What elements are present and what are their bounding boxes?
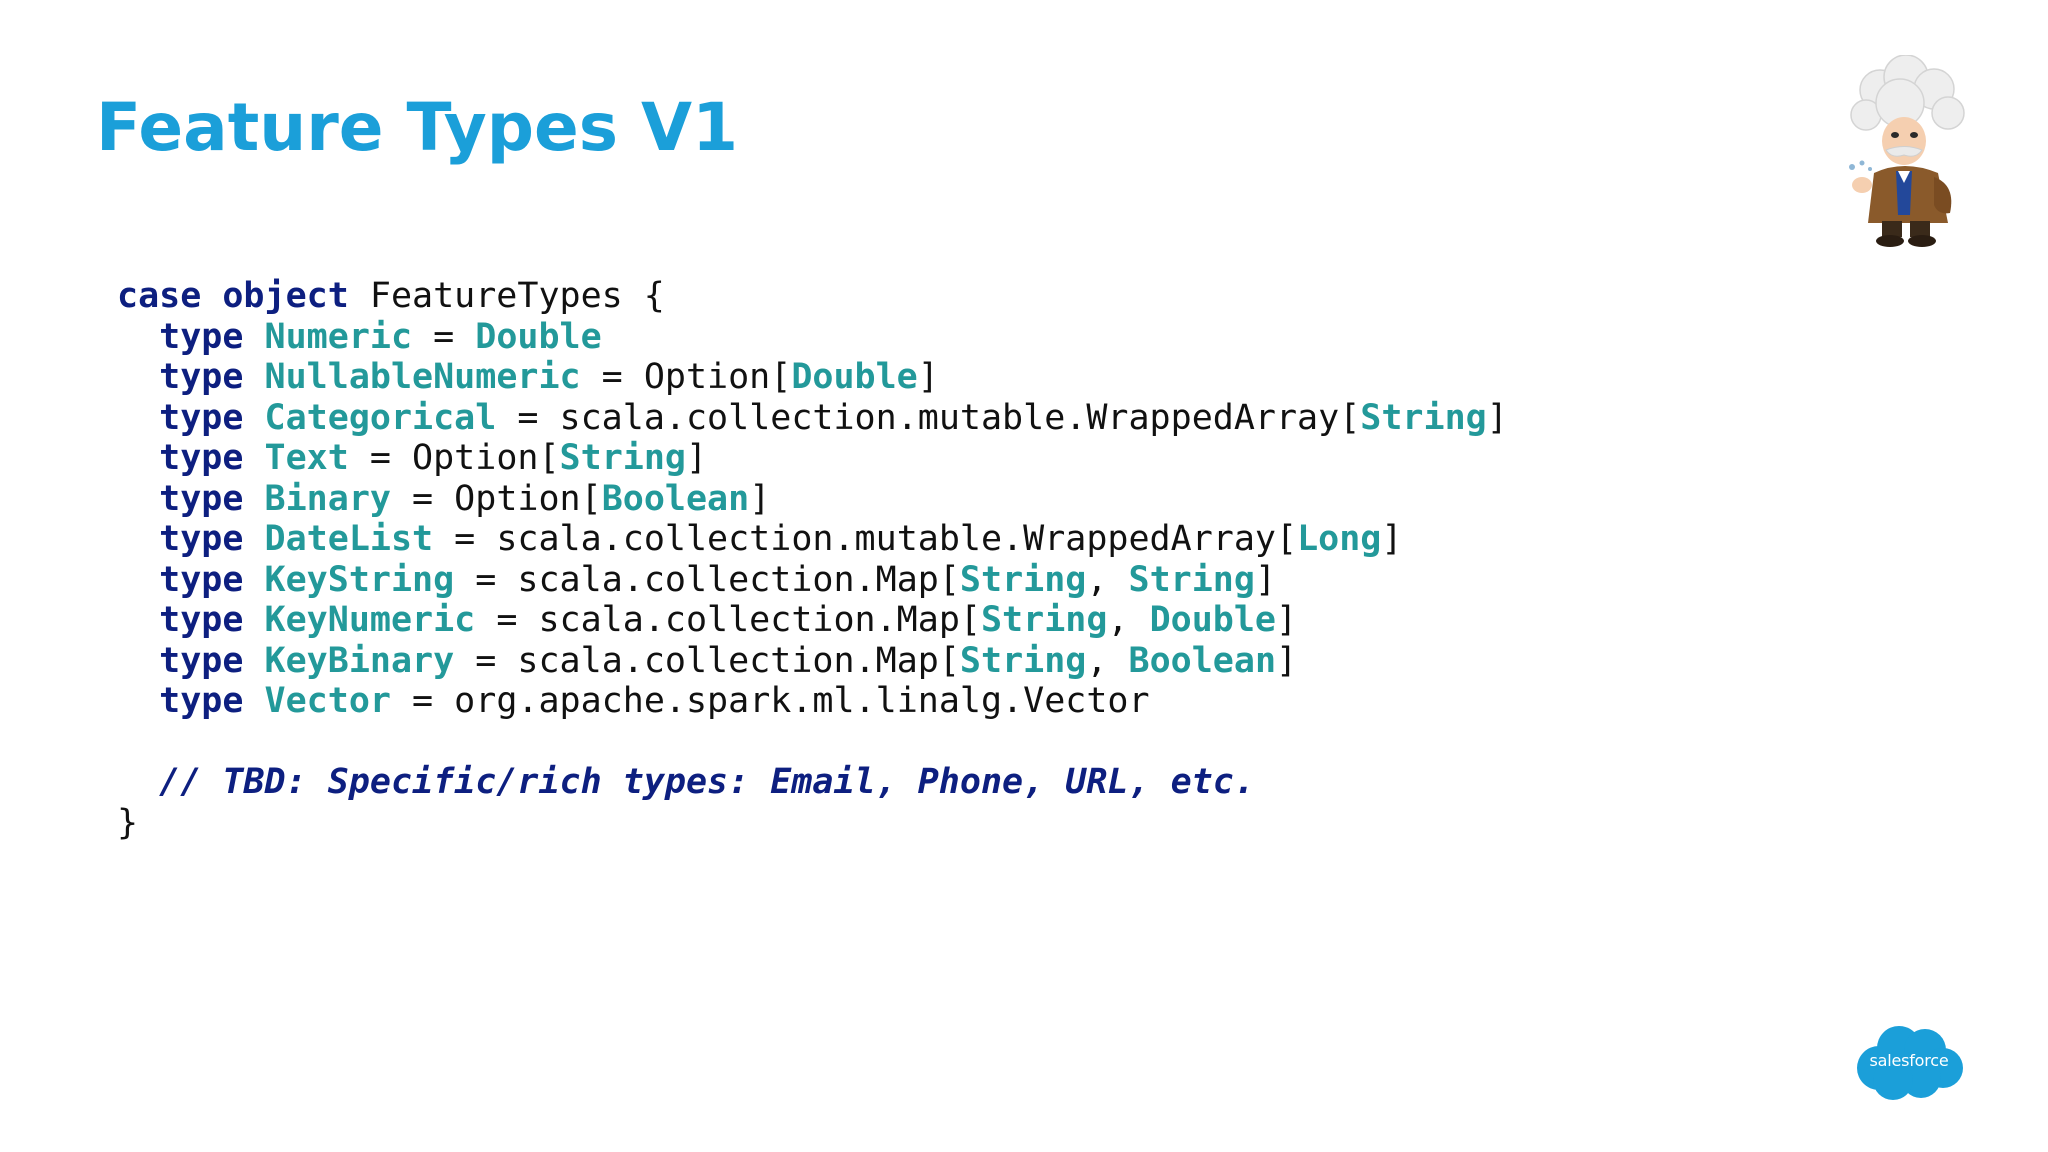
- code-token: = scala.collection.mutable.WrappedArray[: [496, 397, 1361, 438]
- code-token: = scala.collection.mutable.WrappedArray[: [433, 519, 1298, 559]
- code-token: [243, 357, 264, 397]
- code-token: ]: [1381, 519, 1403, 559]
- salesforce-logo: salesforce: [1853, 1022, 1965, 1102]
- code-token: KeyBinary: [264, 640, 455, 681]
- code-token: Boolean: [601, 478, 750, 519]
- code-token: KeyString: [264, 559, 455, 600]
- code-token: [117, 519, 159, 559]
- code-token: [117, 762, 159, 802]
- code-line: }: [117, 803, 1567, 844]
- code-token: [243, 317, 264, 357]
- code-token: ]: [1276, 640, 1298, 681]
- code-token: [243, 600, 264, 640]
- code-line: type KeyString = scala.collection.Map[St…: [117, 560, 1567, 601]
- code-line: type Binary = Option[Boolean]: [117, 479, 1567, 520]
- code-token: type: [159, 357, 244, 397]
- code-block: case object FeatureTypes { type Numeric …: [117, 276, 1567, 843]
- code-token: type: [159, 397, 244, 438]
- code-token: Long: [1297, 519, 1382, 559]
- code-token: Vector: [264, 681, 391, 721]
- code-token: [117, 438, 159, 478]
- code-token: String: [980, 600, 1108, 640]
- code-token: Binary: [264, 478, 391, 519]
- code-token: KeyNumeric: [264, 600, 476, 640]
- code-line: type KeyNumeric = scala.collection.Map[S…: [117, 600, 1567, 641]
- code-token: String: [1128, 559, 1255, 600]
- code-token: type: [159, 478, 244, 519]
- code-token: [117, 317, 159, 357]
- code-token: }: [117, 802, 139, 843]
- code-token: DateList: [264, 519, 434, 559]
- code-token: ]: [917, 357, 939, 397]
- code-token: ]: [749, 478, 771, 519]
- code-token: String: [1360, 397, 1487, 438]
- code-token: type: [159, 316, 244, 357]
- code-token: [117, 357, 159, 397]
- code-token: type: [159, 681, 244, 721]
- code-token: Double: [791, 357, 918, 397]
- code-token: Double: [1149, 600, 1277, 640]
- code-token: Numeric: [264, 316, 413, 357]
- code-token: [117, 600, 159, 640]
- code-token: = scala.collection.Map[: [454, 559, 960, 600]
- code-token: [243, 641, 264, 681]
- code-token: [117, 479, 159, 519]
- code-line: type Vector = org.apache.spark.ml.linalg…: [117, 681, 1567, 722]
- code-token: String: [559, 438, 686, 478]
- code-token: = Option[: [390, 478, 602, 519]
- code-token: [243, 560, 264, 600]
- code-token: Boolean: [1128, 640, 1277, 681]
- code-token: ]: [1276, 600, 1298, 640]
- code-token: ]: [1486, 397, 1508, 438]
- code-token: type: [159, 519, 244, 559]
- code-token: [243, 479, 264, 519]
- code-token: [117, 681, 159, 721]
- code-token: = org.apache.spark.ml.linalg.Vector: [390, 681, 1150, 721]
- code-token: type: [159, 600, 244, 640]
- code-token: // TBD: Specific/rich types: Email, Phon…: [159, 762, 1255, 802]
- code-token: [243, 438, 264, 478]
- code-token: = scala.collection.Map[: [454, 640, 960, 681]
- code-line: type Text = Option[String]: [117, 438, 1567, 479]
- code-token: [117, 398, 159, 438]
- code-token: type: [159, 559, 244, 600]
- code-line: type DateList = scala.collection.mutable…: [117, 519, 1567, 560]
- code-line: type Categorical = scala.collection.muta…: [117, 398, 1567, 439]
- code-token: [243, 681, 264, 721]
- code-token: Categorical: [264, 397, 497, 438]
- code-token: Text: [264, 438, 349, 478]
- code-token: case object: [117, 276, 349, 316]
- code-token: NullableNumeric: [264, 357, 581, 397]
- code-token: ,: [1107, 600, 1150, 640]
- slide-title: Feature Types V1: [96, 89, 739, 166]
- code-line: case object FeatureTypes {: [117, 276, 1567, 317]
- code-line: // TBD: Specific/rich types: Email, Phon…: [117, 762, 1567, 803]
- code-token: ,: [1086, 559, 1129, 600]
- code-token: String: [959, 559, 1087, 600]
- code-token: [117, 560, 159, 600]
- code-token: type: [159, 640, 244, 681]
- code-line: [117, 722, 1567, 763]
- code-token: = Option[: [348, 438, 560, 478]
- code-token: ]: [685, 438, 708, 478]
- code-token: [243, 398, 264, 438]
- code-token: Double: [475, 316, 602, 357]
- code-line: type KeyBinary = scala.collection.Map[St…: [117, 641, 1567, 682]
- code-token: = Option[: [580, 357, 792, 397]
- code-token: [117, 641, 159, 681]
- code-token: =: [412, 316, 476, 357]
- code-token: String: [959, 640, 1087, 681]
- code-token: type: [159, 438, 244, 478]
- code-token: FeatureTypes {: [348, 276, 665, 316]
- code-line: type Numeric = Double: [117, 317, 1567, 358]
- code-line: type NullableNumeric = Option[Double]: [117, 357, 1567, 398]
- code-token: ]: [1254, 559, 1277, 600]
- code-token: = scala.collection.Map[: [475, 600, 981, 640]
- code-token: ,: [1086, 640, 1129, 681]
- salesforce-logo-text: salesforce: [1869, 1051, 1949, 1070]
- code-token: [243, 519, 264, 559]
- einstein-mascot-icon: [1838, 54, 1978, 250]
